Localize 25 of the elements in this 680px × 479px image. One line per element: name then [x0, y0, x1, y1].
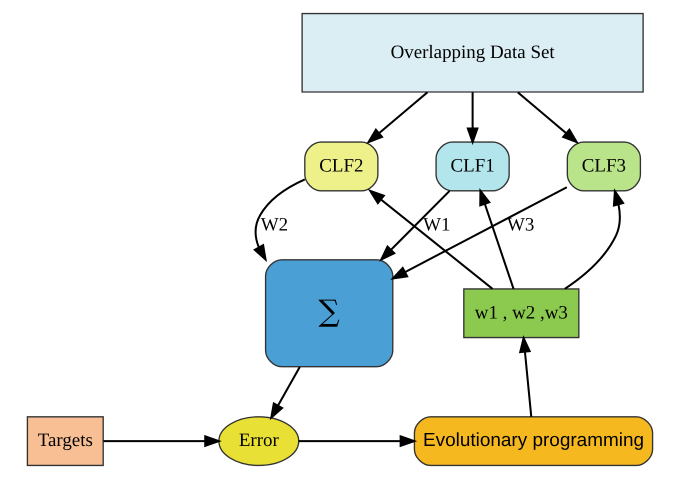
arrow [479, 188, 514, 290]
node-box: CLF1 [435, 141, 510, 192]
arrow [518, 335, 532, 417]
node-box: CLF3 [566, 141, 642, 192]
arrow [564, 188, 625, 290]
node-box: Evolutionary programming [414, 416, 654, 466]
arrow [390, 186, 568, 280]
node-box: CLF2 [304, 141, 379, 192]
arrow [298, 434, 418, 448]
arrow [466, 92, 479, 146]
node-ellipse: Error [218, 416, 300, 466]
arrow [368, 189, 494, 290]
arrow [253, 178, 306, 262]
node-box: Targets [26, 416, 104, 466]
arrow [517, 92, 579, 144]
edge-label: W3 [506, 214, 534, 236]
arrow [270, 366, 301, 420]
arrow [379, 190, 450, 262]
node-box: ∑ [264, 259, 394, 368]
node-box: Overlapping Data Set [301, 12, 644, 93]
edge-label: W2 [260, 214, 288, 236]
arrow [366, 92, 428, 144]
node-box: w1 , w2 ,w3 [463, 288, 580, 338]
arrow [103, 434, 222, 448]
edge-label: W1 [423, 214, 450, 236]
